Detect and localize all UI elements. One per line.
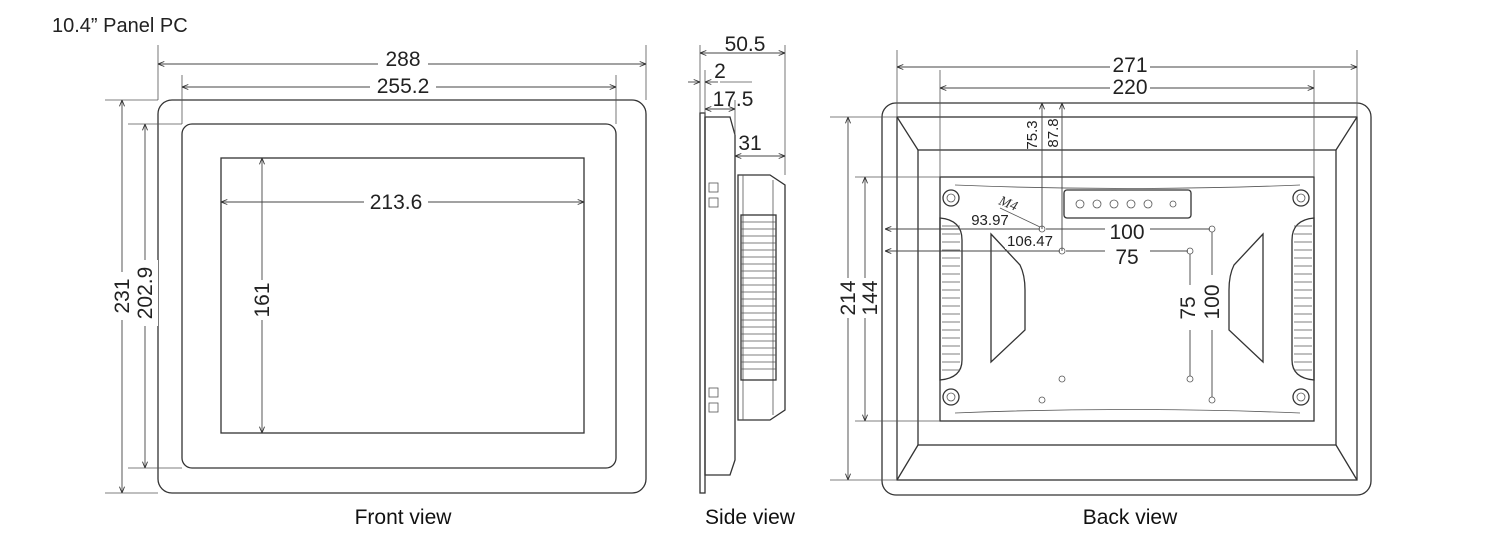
vesa-75-horizontal: 75 <box>1115 246 1138 269</box>
front-width-bezel: 255.2 <box>377 75 430 98</box>
front-view-caption: Front view <box>355 506 453 529</box>
vesa-100-vertical: 100 <box>1201 284 1224 319</box>
offset-93-97: 93.97 <box>971 212 1009 229</box>
heatsink-fins <box>740 214 777 381</box>
right-vent <box>1291 217 1315 381</box>
front-view: 288 255.2 213.6 161 231 202.9 Front view <box>105 45 647 529</box>
drawing-title: 10.4” Panel PC <box>52 15 188 37</box>
offset-75-3: 75.3 <box>1024 120 1041 149</box>
screw-size: M4 <box>996 193 1020 214</box>
vesa-100-horizontal: 100 <box>1109 221 1144 244</box>
io-connector-panel <box>1063 189 1192 219</box>
front-height-screen: 161 <box>251 282 274 317</box>
left-vent <box>939 217 963 381</box>
front-width-outer: 288 <box>385 48 420 71</box>
back-width-outer: 271 <box>1112 54 1147 77</box>
back-view: 271 220 214 144 75.3 87.8 93.97 106.47 M… <box>830 50 1372 529</box>
back-height-module: 144 <box>859 280 882 315</box>
offset-87-8: 87.8 <box>1045 118 1062 147</box>
stand-brackets <box>990 232 1264 364</box>
corner-screws <box>942 189 1310 406</box>
side-view: 50.5 2 17.5 31 Side view <box>688 33 796 529</box>
side-view-caption: Side view <box>705 506 796 529</box>
back-width-module: 220 <box>1112 76 1147 99</box>
side-back-depth: 31 <box>738 132 761 155</box>
side-depth-total: 50.5 <box>725 33 766 56</box>
side-glass: 2 <box>714 60 726 83</box>
side-front-depth: 17.5 <box>713 88 754 111</box>
back-height-outer: 214 <box>837 280 860 315</box>
front-width-screen: 213.6 <box>370 191 423 214</box>
front-height-outer: 231 <box>111 278 134 313</box>
vesa-75-vertical: 75 <box>1177 296 1200 319</box>
offset-106-47: 106.47 <box>1007 233 1053 250</box>
back-view-caption: Back view <box>1083 506 1178 529</box>
front-height-bezel: 202.9 <box>134 267 157 320</box>
